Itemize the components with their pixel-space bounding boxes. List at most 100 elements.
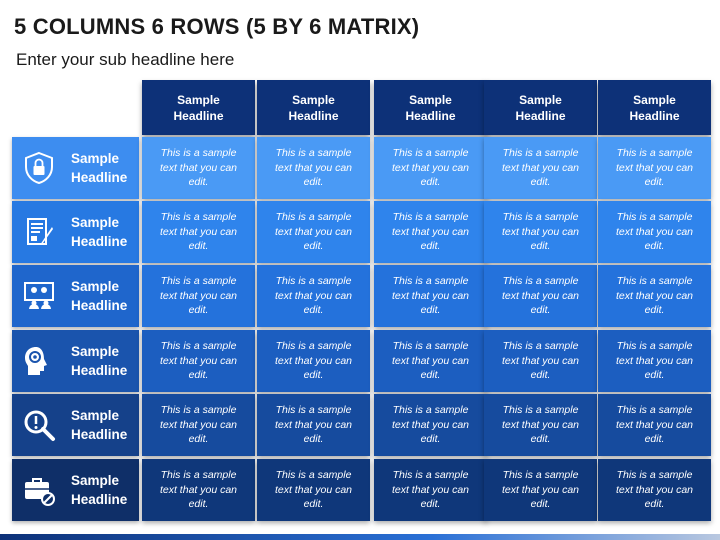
- matrix-cell-text: This is a sample text that you can edit.: [615, 469, 694, 511]
- matrix-cell-text: This is a sample text that you can edit.: [391, 404, 470, 446]
- matrix-cell-text: This is a sample text that you can edit.: [501, 147, 580, 189]
- matrix-cell: This is a sample text that you can edit.: [142, 394, 255, 456]
- matrix-cell: This is a sample text that you can edit.: [257, 394, 370, 456]
- matrix-cell: This is a sample text that you can edit.: [142, 201, 255, 263]
- row-header-line2: Headline: [71, 298, 128, 313]
- row-header-line1: Sample: [71, 279, 120, 294]
- matrix-cell-text: This is a sample text that you can edit.: [501, 275, 580, 317]
- column-header-line1: Sample: [519, 92, 562, 107]
- matrix-cell: This is a sample text that you can edit.: [142, 265, 255, 327]
- row-header-line1: Sample: [71, 151, 120, 166]
- matrix-cell: This is a sample text that you can edit.: [374, 201, 487, 263]
- matrix-cell: This is a sample text that you can edit.: [257, 459, 370, 521]
- row-header-line1: Sample: [71, 408, 120, 423]
- matrix-cell: This is a sample text that you can edit.: [257, 265, 370, 327]
- matrix-cell-text: This is a sample text that you can edit.: [391, 340, 470, 382]
- matrix-cell-text: This is a sample text that you can edit.: [615, 340, 694, 382]
- matrix-cell: This is a sample text that you can edit.: [142, 330, 255, 392]
- column-header-line2: Headline: [629, 108, 680, 123]
- page-title: 5 COLUMNS 6 ROWS (5 BY 6 MATRIX): [14, 14, 420, 39]
- document-pen-icon: [22, 215, 56, 249]
- matrix-cell-text: This is a sample text that you can edit.: [391, 211, 470, 253]
- matrix-cell-text: This is a sample text that you can edit.: [159, 275, 238, 317]
- matrix-cell: This is a sample text that you can edit.: [598, 201, 711, 263]
- head-gear-icon: [22, 344, 56, 378]
- matrix-cell: This is a sample text that you can edit.: [598, 459, 711, 521]
- matrix-cell-text: This is a sample text that you can edit.: [615, 404, 694, 446]
- matrix-cell-text: This is a sample text that you can edit.: [501, 404, 580, 446]
- row-header-line1: Sample: [71, 473, 120, 488]
- matrix-cell-text: This is a sample text that you can edit.: [159, 211, 238, 253]
- matrix-cell: This is a sample text that you can edit.: [374, 137, 487, 199]
- matrix-cell-text: This is a sample text that you can edit.: [159, 340, 238, 382]
- column-header-line2: Headline: [288, 108, 339, 123]
- row-header-line2: Headline: [71, 170, 128, 185]
- column-header-line1: Sample: [409, 92, 452, 107]
- matrix-cell: This is a sample text that you can edit.: [484, 459, 597, 521]
- matrix-cell: This is a sample text that you can edit.: [374, 265, 487, 327]
- row-header-line2: Headline: [71, 492, 128, 507]
- matrix-cell: This is a sample text that you can edit.: [484, 265, 597, 327]
- matrix-cell: This is a sample text that you can edit.: [142, 137, 255, 199]
- briefcase-no-icon: [22, 473, 56, 507]
- matrix-cell-text: This is a sample text that you can edit.: [274, 469, 353, 511]
- row-header-line2: Headline: [71, 427, 128, 442]
- matrix-cell: This is a sample text that you can edit.: [598, 137, 711, 199]
- row-header-line2: Headline: [71, 363, 128, 378]
- matrix-cell-text: This is a sample text that you can edit.: [274, 147, 353, 189]
- matrix-cell-text: This is a sample text that you can edit.: [501, 469, 580, 511]
- matrix-cell-text: This is a sample text that you can edit.: [501, 340, 580, 382]
- matrix-cell: This is a sample text that you can edit.: [374, 394, 487, 456]
- row-header-line1: Sample: [71, 215, 120, 230]
- matrix-cell-text: This is a sample text that you can edit.: [274, 404, 353, 446]
- matrix-cell-text: This is a sample text that you can edit.: [274, 275, 353, 317]
- column-header-line2: Headline: [405, 108, 456, 123]
- matrix-cell: This is a sample text that you can edit.: [257, 330, 370, 392]
- matrix-cell: This is a sample text that you can edit.: [484, 394, 597, 456]
- matrix-cell: This is a sample text that you can edit.: [484, 201, 597, 263]
- column-header-line1: Sample: [633, 92, 676, 107]
- bottom-accent-bar: [0, 534, 720, 540]
- matrix-cell-text: This is a sample text that you can edit.: [501, 211, 580, 253]
- matrix-cell: This is a sample text that you can edit.: [257, 201, 370, 263]
- matrix-cell-text: This is a sample text that you can edit.: [159, 469, 238, 511]
- page-subtitle: Enter your sub headline here: [16, 50, 235, 69]
- matrix-cell: This is a sample text that you can edit.: [598, 330, 711, 392]
- row-header-line2: Headline: [71, 234, 128, 249]
- matrix-cell: This is a sample text that you can edit.: [142, 459, 255, 521]
- matrix-cell: This is a sample text that you can edit.: [484, 330, 597, 392]
- matrix-cell: This is a sample text that you can edit.: [598, 265, 711, 327]
- matrix-cell-text: This is a sample text that you can edit.: [615, 147, 694, 189]
- matrix-cell: This is a sample text that you can edit.: [374, 330, 487, 392]
- matrix-cell: This is a sample text that you can edit.: [374, 459, 487, 521]
- matrix-cell-text: This is a sample text that you can edit.: [615, 211, 694, 253]
- column-header-line1: Sample: [292, 92, 335, 107]
- presentation-team-icon: [22, 279, 56, 313]
- column-header-line2: Headline: [173, 108, 224, 123]
- matrix-cell: This is a sample text that you can edit.: [598, 394, 711, 456]
- row-header-line1: Sample: [71, 344, 120, 359]
- matrix-cell-text: This is a sample text that you can edit.: [274, 340, 353, 382]
- matrix-cell-text: This is a sample text that you can edit.: [159, 404, 238, 446]
- matrix-cell-text: This is a sample text that you can edit.: [391, 147, 470, 189]
- matrix-cell-text: This is a sample text that you can edit.: [391, 469, 470, 511]
- matrix-cell-text: This is a sample text that you can edit.: [391, 275, 470, 317]
- matrix-cell: This is a sample text that you can edit.: [257, 137, 370, 199]
- matrix-cell-text: This is a sample text that you can edit.: [274, 211, 353, 253]
- magnifier-alert-icon: [22, 408, 56, 442]
- matrix-cell-text: This is a sample text that you can edit.: [615, 275, 694, 317]
- column-header-line2: Headline: [515, 108, 566, 123]
- shield-lock-icon: [22, 151, 56, 185]
- matrix-cell: This is a sample text that you can edit.: [484, 137, 597, 199]
